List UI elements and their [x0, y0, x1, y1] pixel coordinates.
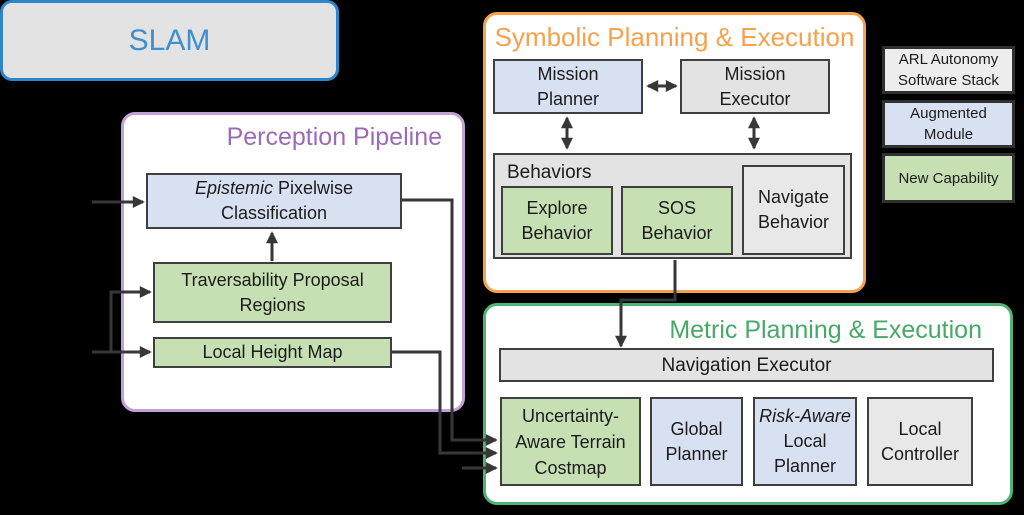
- slam-box: SLAM: [0, 0, 339, 81]
- metric-planning-title: Metric Planning & Execution: [669, 316, 982, 344]
- slam-label: SLAM: [128, 23, 211, 57]
- epistemic-line2-text: Classification: [220, 203, 328, 223]
- navigation-executor-box: Navigation Executor: [499, 348, 994, 382]
- global-planner-box: Global Planner: [650, 397, 743, 486]
- perception-pipeline-title: Perception Pipeline: [226, 123, 442, 151]
- epistemic-italic-text: Epistemic: [194, 178, 273, 198]
- traversability-proposal-regions-box: Traversability Proposal Regions: [153, 262, 392, 323]
- local-controller-box: Local Controller: [867, 397, 973, 486]
- mission-planner-box: Mission Planner: [493, 59, 643, 114]
- epistemic-rest-text: Pixelwise: [273, 178, 354, 198]
- uncertainty-aware-terrain-costmap-box: Uncertainty- Aware Terrain Costmap: [500, 397, 641, 486]
- mission-executor-box: Mission Executor: [680, 59, 830, 114]
- behaviors-label: Behaviors: [507, 162, 592, 183]
- symbolic-planning-title: Symbolic Planning & Execution: [494, 22, 855, 52]
- sos-behavior-box: SOS Behavior: [621, 186, 733, 255]
- legend-arl-autonomy-software-stack: ARL Autonomy Software Stack: [882, 46, 1015, 94]
- local-height-map-box: Local Height Map: [153, 337, 392, 368]
- legend-augmented-module: Augmented Module: [882, 100, 1015, 148]
- risk-aware-local-planner-box: Risk-Aware Local Planner: [753, 397, 857, 486]
- epistemic-pixelwise-classification-box: Epistemic Pixelwise Classification: [146, 173, 402, 229]
- legend-new-capability: New Capability: [882, 153, 1015, 203]
- risk-aware-italic-text: Risk-Aware: [759, 406, 851, 426]
- explore-behavior-box: Explore Behavior: [501, 186, 613, 255]
- navigate-behavior-box: Navigate Behavior: [742, 165, 845, 255]
